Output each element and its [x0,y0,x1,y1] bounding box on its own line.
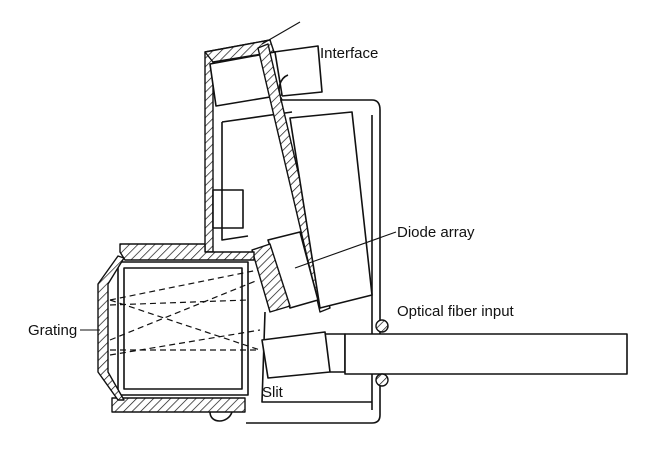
label-grating: Grating [28,322,77,339]
grating-chamber-inner [123,267,243,390]
upper-housing [204,39,293,253]
grating-chamber [117,261,249,396]
diode-array-detector [251,111,397,313]
grating-cap [97,255,125,401]
interface-pin [261,21,301,45]
bottom-foot [209,411,233,422]
lower-housing-floor [111,397,246,413]
fiber-grommet-top [375,319,389,333]
lower-housing [111,243,255,422]
enclosure-outline [246,99,381,424]
interface-socket [273,45,323,97]
label-optical-fiber-input: Optical fiber input [397,303,515,320]
diode-array-element [251,243,291,313]
light-paths [109,269,261,356]
label-slit: Slit [262,384,284,401]
label-interface: Interface [320,45,378,62]
fiber-grommet-bottom [375,373,389,387]
grating-element [80,255,125,401]
inner-frame [221,122,249,241]
slit-block [261,331,331,379]
lower-housing-wall [119,243,255,261]
label-diode-array: Diode array [397,224,475,241]
side-clip [212,189,244,229]
detector-body [289,111,373,309]
optical-fiber-cable [344,333,628,375]
fiber-input [261,319,628,387]
diode-pointer [294,231,397,269]
